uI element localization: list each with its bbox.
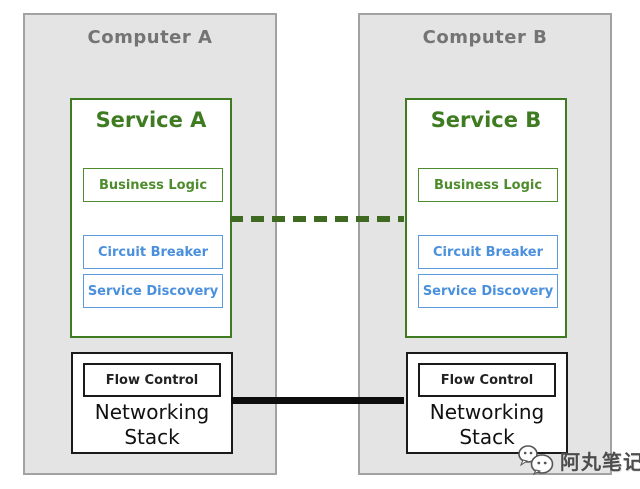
- service-b-box: Service B Business Logic Circuit Breaker…: [405, 98, 567, 338]
- module-business-logic-b: Business Logic: [418, 168, 558, 202]
- networking-stack-a-label: Networking Stack: [94, 400, 210, 449]
- watermark: 阿丸笔记: [516, 444, 640, 476]
- flow-control-box-b: Flow Control: [418, 363, 556, 397]
- chat-bubbles-icon: [518, 445, 554, 476]
- service-a-title: Service A: [95, 108, 207, 132]
- flow-control-box-a: Flow Control: [83, 363, 221, 397]
- module-circuit-breaker-a: Circuit Breaker: [83, 235, 223, 269]
- computer-b-box: Computer B Service B Business Logic Circ…: [358, 13, 612, 475]
- computer-a-title: Computer A: [87, 27, 213, 48]
- module-service-discovery-a: Service Discovery: [83, 274, 223, 308]
- networking-stack-b-box: Flow Control Networking Stack: [406, 352, 568, 454]
- module-business-logic-a: Business Logic: [83, 168, 223, 202]
- networking-stack-a-box: Flow Control Networking Stack: [71, 352, 233, 454]
- computer-b-title: Computer B: [422, 27, 548, 48]
- network-connection-solid-line: [231, 397, 404, 404]
- module-service-discovery-b: Service Discovery: [418, 274, 558, 308]
- watermark-text: 阿丸笔记: [560, 449, 640, 474]
- computer-a-box: Computer A Service A Business Logic Circ…: [23, 13, 277, 475]
- module-circuit-breaker-b: Circuit Breaker: [418, 235, 558, 269]
- service-a-box: Service A Business Logic Circuit Breaker…: [70, 98, 232, 338]
- service-b-title: Service B: [430, 108, 542, 132]
- networking-stack-b-label: Networking Stack: [429, 400, 545, 449]
- service-connection-dashed-line: [230, 216, 404, 222]
